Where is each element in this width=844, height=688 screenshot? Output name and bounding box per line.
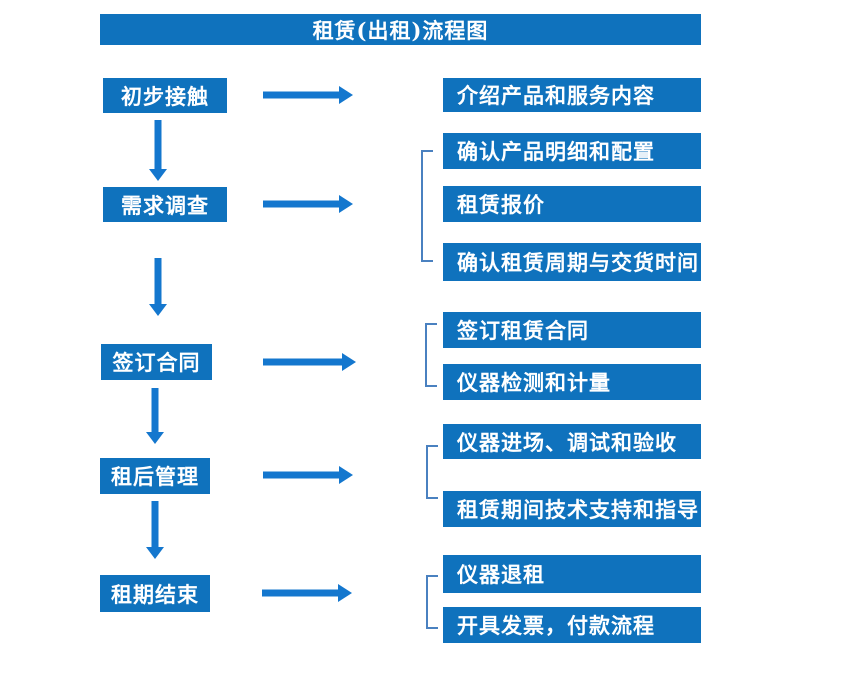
output-box-technical-support: 租赁期间技术支持和指导 xyxy=(443,491,701,527)
output-box-instrument-testing: 仪器检测和计量 xyxy=(443,364,701,400)
output-box-rental-quote: 租赁报价 xyxy=(443,186,701,222)
arrow-down-icon-2 xyxy=(148,258,168,316)
step-box-sign-contract: 签订合同 xyxy=(101,344,212,380)
output-box-instrument-return: 仪器退租 xyxy=(443,555,701,593)
arrow-right-icon-2 xyxy=(263,194,353,214)
arrow-down-icon-3 xyxy=(145,388,165,444)
step-box-post-rental-management: 租后管理 xyxy=(100,458,210,494)
step-box-initial-contact: 初步接触 xyxy=(103,78,227,113)
arrow-right-icon-3 xyxy=(263,352,356,372)
arrow-right-icon-1 xyxy=(263,85,353,105)
step-box-demand-survey: 需求调查 xyxy=(103,187,227,222)
step-box-rental-end: 租期结束 xyxy=(100,575,210,612)
bracket-group-demand-survey xyxy=(421,150,433,262)
arrow-right-icon-4 xyxy=(263,465,353,485)
output-box-introduce-products: 介绍产品和服务内容 xyxy=(443,78,701,112)
output-box-invoice-payment: 开具发票，付款流程 xyxy=(443,607,701,643)
bracket-group-rental-end xyxy=(426,575,438,629)
output-box-confirm-product-details: 确认产品明细和配置 xyxy=(443,133,701,169)
output-box-sign-rental-contract: 签订租赁合同 xyxy=(443,312,701,348)
bracket-group-post-rental xyxy=(426,445,438,499)
arrow-down-icon-4 xyxy=(145,501,165,559)
arrow-down-icon-1 xyxy=(148,120,168,181)
output-box-confirm-period-delivery: 确认租赁周期与交货时间 xyxy=(443,243,701,281)
diagram-title: 租赁(出租)流程图 xyxy=(100,14,701,45)
output-box-instrument-setup: 仪器进场、调试和验收 xyxy=(443,424,701,459)
bracket-group-sign-contract xyxy=(425,323,437,387)
arrow-right-icon-5 xyxy=(262,583,352,603)
